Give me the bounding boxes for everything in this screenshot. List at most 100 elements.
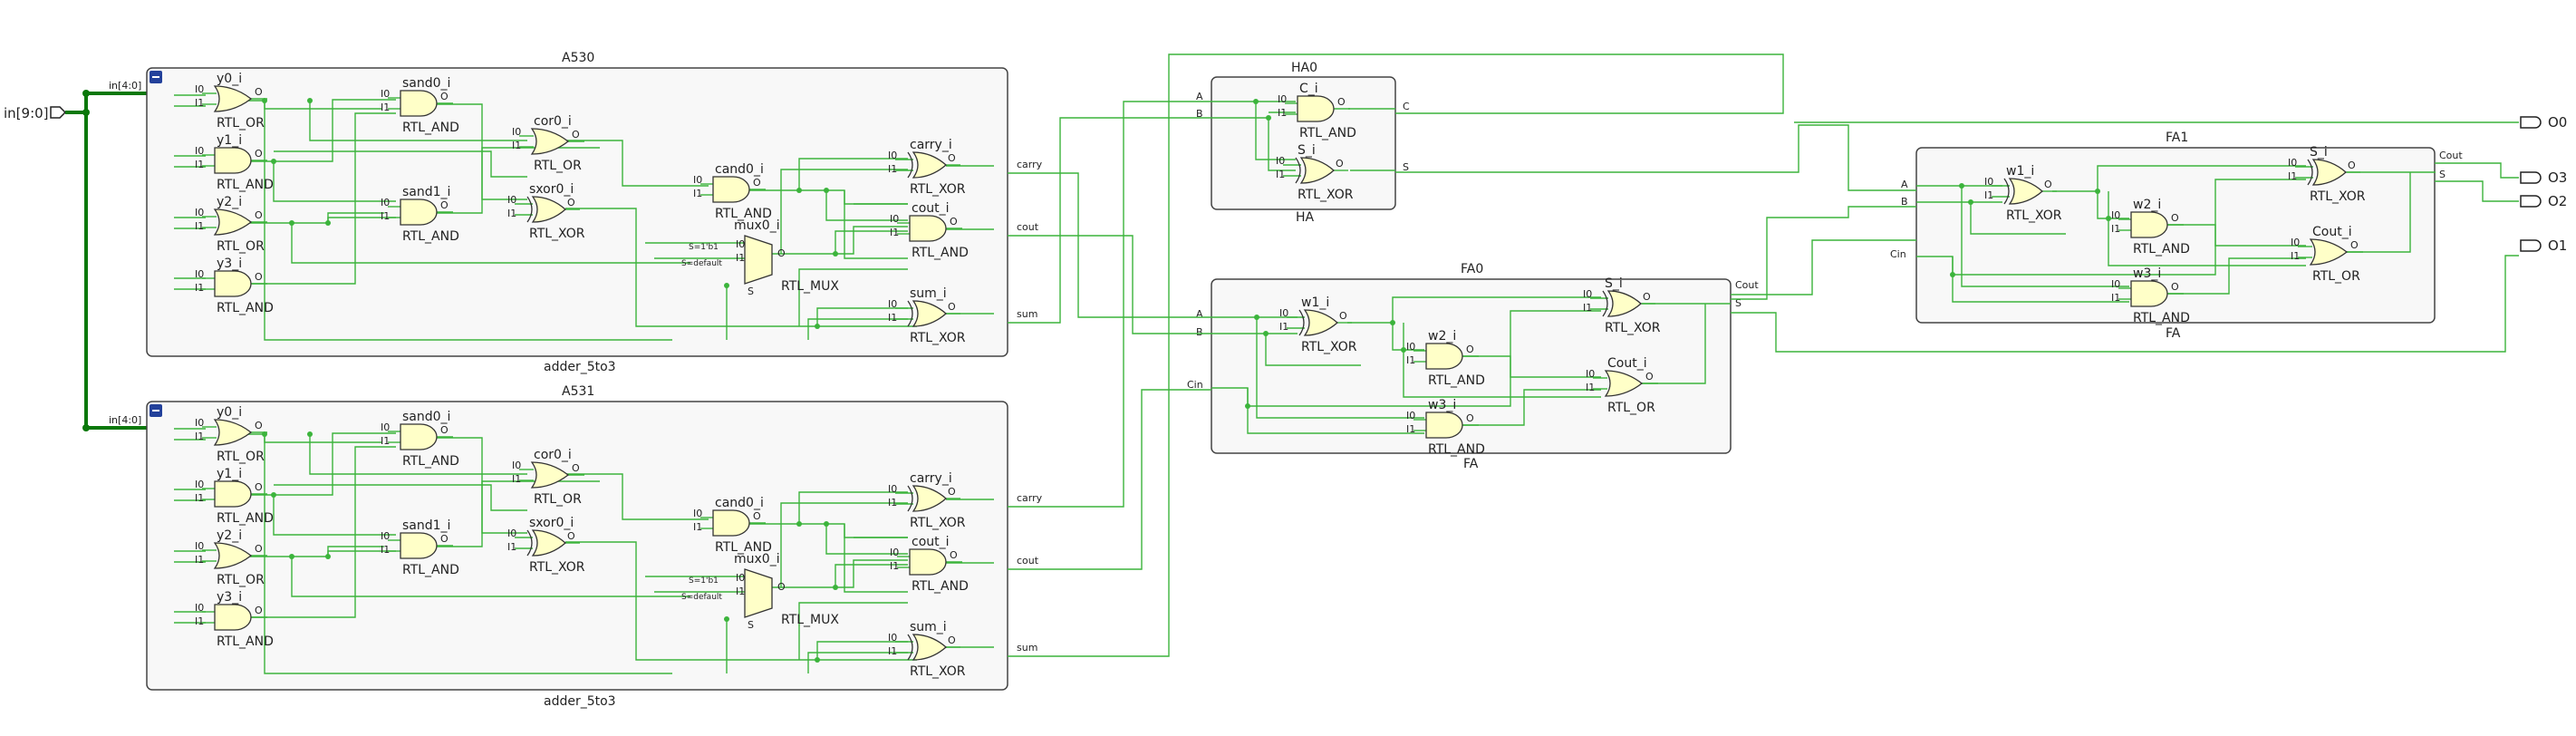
a530-sand0-name: sand0_i [402,76,450,91]
block-a531[interactable] [146,401,1008,691]
fa1-w1-pin-i1: I1 [1984,189,1993,201]
ha0-c-pin-o: O [1337,96,1346,108]
block-fa1[interactable] [1915,147,2436,324]
output-port-o0[interactable] [2520,116,2542,129]
a531-mux0-name: mux0_i [734,552,780,567]
a531-cand0-pin-o: O [753,510,761,522]
block-fa0[interactable] [1211,278,1732,454]
ha0-c-type: RTL_AND [1299,126,1356,140]
output-port-o2[interactable] [2520,195,2542,208]
a530-cout-type: RTL_AND [912,246,969,260]
fa0-port-b: B [1196,326,1203,338]
a530-y0-pin-i1: I1 [195,97,204,109]
block-a530[interactable] [146,67,1008,357]
a530-sand1-name: sand1_i [402,185,450,199]
a531-y3-name: y3_i [217,590,242,605]
fa1-s-type: RTL_XOR [2310,189,2366,204]
a530-y3-name: y3_i [217,257,242,271]
a531-sand0-pin-o: O [440,424,449,436]
a531-sand1-name: sand1_i [402,518,450,533]
a530-collapse-icon[interactable] [150,71,162,83]
block-ha0[interactable] [1211,76,1396,210]
fa0-w3-pin-o: O [1466,412,1474,424]
a531-sand1-pin-i1: I1 [381,544,390,556]
a531-mux0-seldefault: S=default [681,593,722,602]
ha0-title: HA0 [1291,61,1317,75]
ha0-type: HA [1296,210,1315,225]
fa1-port-s: S [2439,169,2446,180]
main-input-port[interactable] [50,106,67,119]
a531-sum-name: sum_i [910,620,947,634]
a531-title: A531 [562,384,594,399]
fa0-w1-pin-i0: I0 [1279,307,1288,319]
a530-cand0-pin-o: O [753,177,761,189]
a530-sum-name: sum_i [910,286,947,301]
ha0-port-b: B [1196,108,1203,120]
ha0-port-c: C [1403,101,1410,112]
fa1-s-pin-i0: I0 [2288,157,2297,169]
fa0-w1-type: RTL_XOR [1301,340,1357,354]
a530-mux0-type: RTL_MUX [781,279,839,294]
a530-cout-pin-o: O [950,216,958,228]
a531-collapse-icon[interactable] [150,404,162,417]
a530-sum-pin-o: O [948,301,956,313]
ha0-s-pin-o: O [1336,158,1344,169]
a530-sum-type: RTL_XOR [910,331,966,345]
fa0-w1-pin-i1: I1 [1279,321,1288,333]
a531-sand0-name: sand0_i [402,410,450,424]
a530-sand1-pin-o: O [440,199,449,211]
a530-cand0-pin-i0: I0 [693,174,702,186]
a531-sxor0-type: RTL_XOR [529,560,585,575]
a530-y2-pin-o: O [255,209,263,221]
a531-cout-pin-o: O [950,549,958,561]
fa0-s-pin-i0: I0 [1583,288,1592,300]
a530-sum-pin-i1: I1 [888,312,897,324]
output-port-o3[interactable] [2520,171,2542,184]
fa0-w2-name: w2_i [1428,329,1456,344]
a530-y3-pin-o: O [255,271,263,283]
output-port-o1[interactable] [2520,239,2542,252]
a531-cout-name: cout_i [912,535,950,549]
a531-mux0-pin-i1: I1 [736,586,745,597]
a531-cout-port: cout [1017,555,1039,567]
